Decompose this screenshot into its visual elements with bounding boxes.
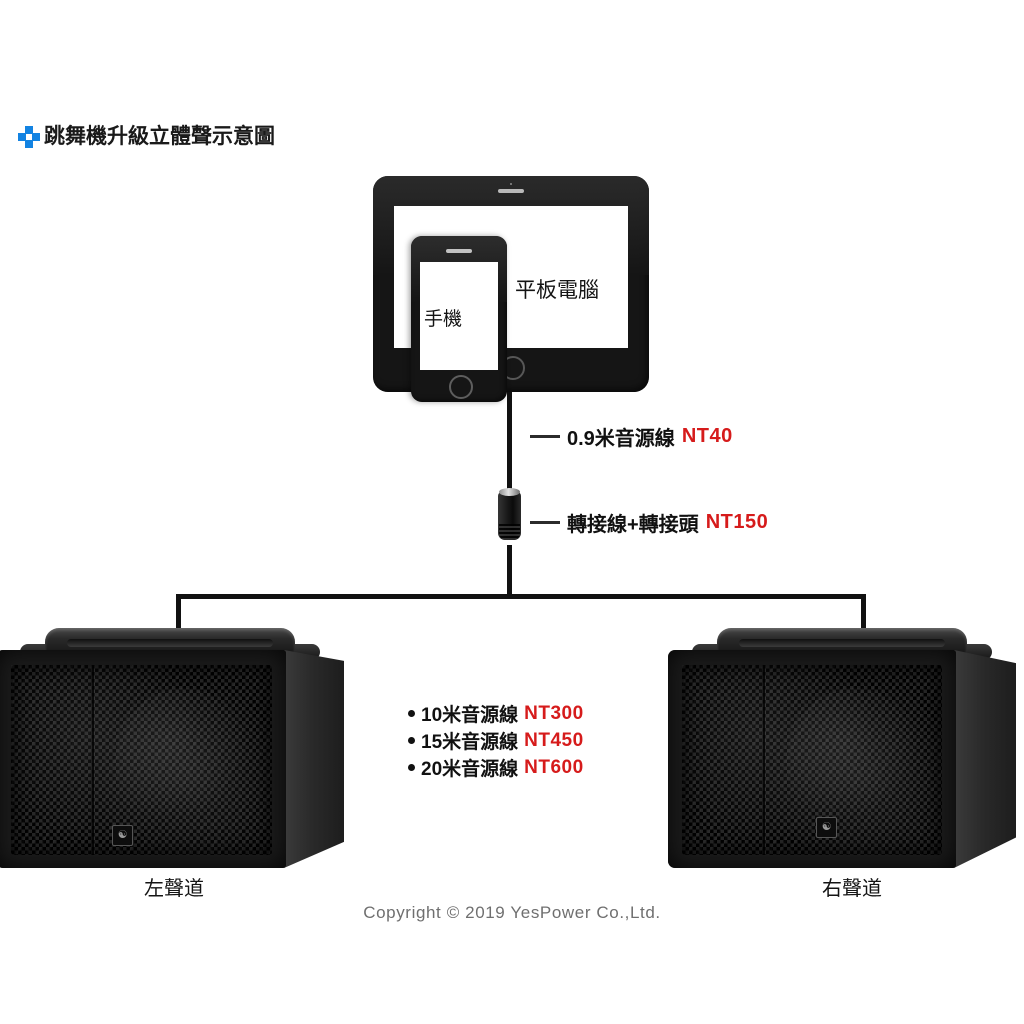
speaker-logo-badge: ☯ (816, 817, 837, 838)
phone-speaker-slot (446, 249, 472, 253)
speaker-cone (114, 688, 251, 840)
page-title: 跳舞機升級立體聲示意圖 (18, 126, 275, 148)
speaker-grille (682, 665, 942, 855)
annotation-adapter: 轉接線+轉接頭 NT150 (530, 508, 768, 537)
cable-options-list: 10米音源線 NT300 15米音源線 NT450 20米音源線 NT600 (408, 700, 584, 781)
speaker-side-panel (284, 650, 344, 868)
adapter-connector-icon (496, 486, 523, 548)
cable-option-price: NT450 (524, 729, 584, 751)
cable-splitter-bar (176, 594, 866, 599)
speaker-body: ☯ (0, 650, 344, 868)
phone-label: 手機 (424, 309, 463, 330)
leader-line (530, 435, 560, 438)
speaker-logo-badge: ☯ (112, 825, 133, 846)
speaker-body: ☯ (668, 650, 1016, 868)
speaker-right-label: 右聲道 (822, 878, 882, 900)
speaker-cone (786, 688, 921, 840)
cable-segment-adapter (507, 545, 512, 598)
cable-segment-aux (507, 392, 512, 491)
speaker-handle (716, 628, 968, 654)
cable-option-text: 20米音源線 (421, 759, 519, 780)
cable-option-text: 10米音源線 (421, 705, 519, 726)
tablet-device: 平板電腦 (373, 176, 649, 392)
cable-option-text: 15米音源線 (421, 732, 519, 753)
annotation-aux-cable-text: 0.9米音源線 (567, 428, 675, 450)
speaker-front-face: ☯ (668, 650, 956, 868)
list-item: 10米音源線 NT300 (408, 700, 584, 727)
phone-device: 手機 (411, 236, 507, 402)
phone-home-button (449, 375, 473, 399)
speaker-grille (10, 665, 272, 855)
tablet-speaker-slot (498, 189, 524, 193)
bullet-icon (408, 737, 415, 744)
page-title-text: 跳舞機升級立體聲示意圖 (44, 125, 275, 148)
speaker-front-face: ☯ (0, 650, 286, 868)
speaker-left: ☯ (0, 628, 344, 868)
copyright-text: Copyright © 2019 YesPower Co.,Ltd. (363, 903, 661, 922)
cable-option-price: NT300 (524, 702, 584, 724)
annotation-adapter-text: 轉接線+轉接頭 (567, 514, 699, 536)
bullet-icon (408, 764, 415, 771)
leader-line (530, 521, 560, 524)
speaker-grille-divider (763, 665, 766, 855)
annotation-adapter-price: NT150 (705, 511, 769, 533)
annotation-aux-cable: 0.9米音源線 NT40 (530, 422, 733, 451)
speaker-side-panel (954, 650, 1016, 868)
list-item: 20米音源線 NT600 (408, 754, 584, 781)
cable-drop-left (176, 594, 181, 646)
tablet-label: 平板電腦 (515, 279, 599, 302)
phone-screen (420, 262, 498, 370)
speaker-left-label: 左聲道 (144, 878, 204, 900)
list-item: 15米音源線 NT450 (408, 727, 584, 754)
speaker-handle (44, 628, 296, 654)
speaker-grille-divider (91, 665, 94, 855)
bullet-icon (408, 710, 415, 717)
annotation-aux-cable-price: NT40 (681, 425, 733, 447)
tablet-camera-icon (510, 183, 512, 185)
blue-plus-icon (18, 126, 40, 148)
cable-option-price: NT600 (524, 756, 584, 778)
cable-drop-right (861, 594, 866, 646)
speaker-right: ☯ (668, 628, 1016, 868)
